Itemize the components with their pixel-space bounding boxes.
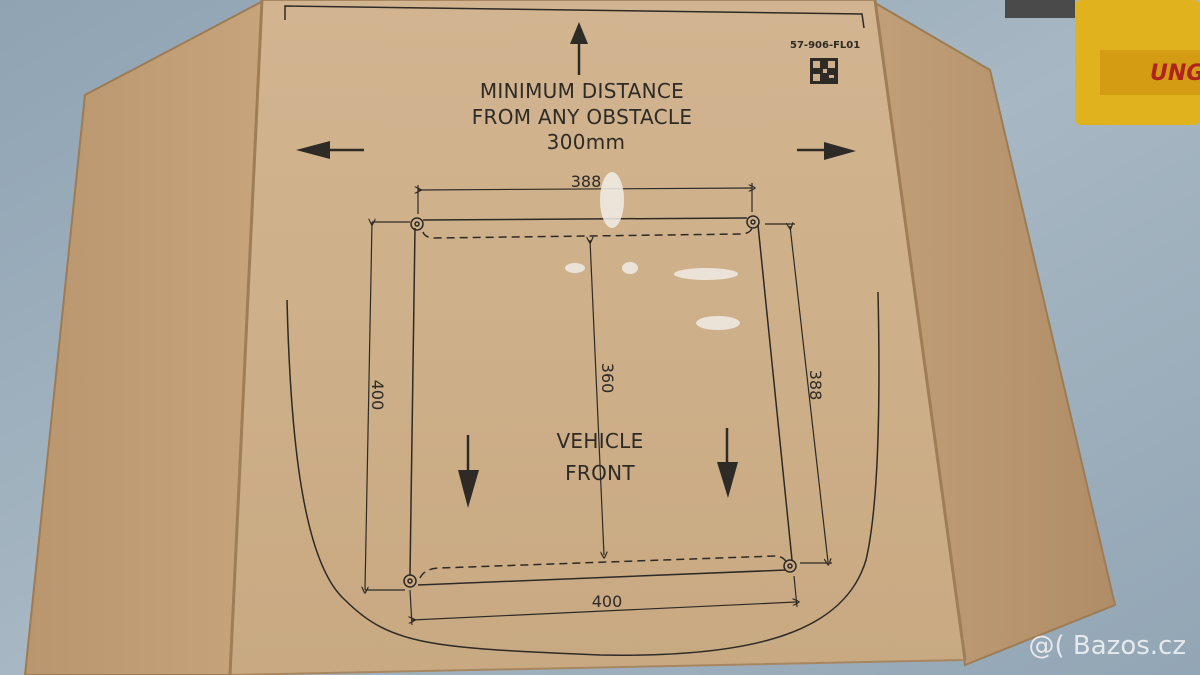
arrow-down-icon (717, 428, 738, 498)
arrow-up-icon (570, 22, 588, 75)
arrow-right-icon (797, 142, 856, 160)
dimension-left-label: 400 (368, 380, 387, 411)
mounting-plate (403, 215, 797, 588)
dimension-bottom-label: 400 (592, 592, 623, 611)
product-code: 57-906-FL01 (790, 40, 860, 51)
watermark: @( Bazos.cz (1028, 631, 1187, 661)
dimension-top-label: 388 (571, 172, 602, 191)
dimension-right-label: 388 (806, 370, 825, 401)
scuff-marks (565, 172, 740, 330)
forklift: UNG (1005, 0, 1200, 125)
dimension-center-label: 360 (598, 363, 617, 394)
vehicle-front-line-1: VEHICLE (556, 429, 643, 453)
arrow-left-icon (296, 141, 364, 159)
clearance-value: 300mm (547, 130, 626, 154)
vehicle-outline (286, 291, 880, 656)
clearance-line-1: MINIMUM DISTANCE (480, 79, 684, 103)
qr-code-icon (810, 58, 838, 84)
clearance-line-2: FROM ANY OBSTACLE (472, 105, 693, 129)
forklift-brand-text: UNG (1150, 61, 1200, 86)
dimension-lines (365, 183, 832, 626)
box-left-flap (23, 0, 267, 675)
arrow-down-icon (458, 435, 479, 508)
vehicle-front-line-2: FRONT (565, 461, 635, 485)
